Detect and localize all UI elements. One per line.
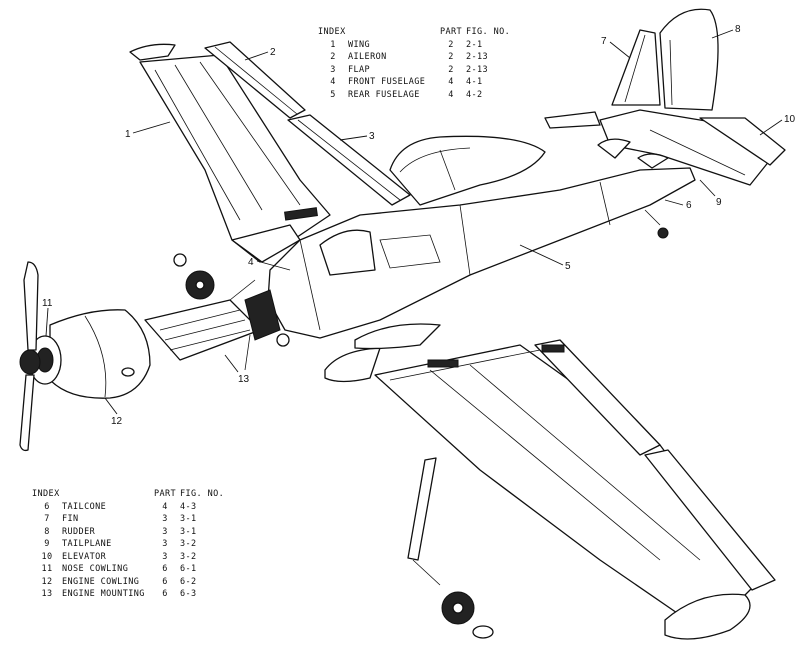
table-header: INDEX PART FIG. NO.: [32, 488, 224, 501]
table-row: 13 ENGINE MOUNTING 6 6-3: [41, 589, 197, 600]
tail-fillets: [597, 138, 669, 169]
lower-wingtip: [664, 593, 751, 640]
callout-5: 5: [565, 261, 571, 272]
callout-1: 1: [125, 129, 131, 140]
fin: [611, 29, 661, 106]
callout-7: 7: [601, 36, 607, 47]
table-row: 12 ENGINE COWLING 6 6-2: [41, 576, 197, 587]
table-header: INDEX PART FIG. NO.: [318, 26, 510, 39]
upper-wing: [139, 54, 331, 263]
wingtip-upper: [129, 43, 176, 61]
callouts: 1 2 3 4 5 6 7 8 9 10 11 12 13: [42, 24, 796, 427]
leader-lines: [45, 29, 783, 415]
callout-10: 10: [784, 114, 796, 125]
header-fig: FIG. NO.: [180, 489, 225, 500]
aileron: [204, 41, 306, 119]
callout-2: 2: [270, 47, 276, 58]
lower-aileron: [644, 449, 776, 591]
main-landing-gear: [407, 457, 494, 639]
nose-cowling: [28, 335, 62, 385]
engine-mounting: [144, 279, 281, 371]
header-part: PART: [439, 27, 463, 38]
lower-flap: [534, 339, 661, 456]
callout-9: 9: [716, 197, 722, 208]
canopy: [389, 135, 546, 206]
elevator: [699, 117, 786, 166]
table-row: 2 AILERON 2 2-13: [330, 52, 489, 63]
callout-6: 6: [686, 200, 692, 211]
tailcone-wheel: [644, 209, 669, 239]
table-row: 5 REAR FUSELAGE 4 4-2: [330, 89, 483, 100]
wing-root-fillet: [324, 323, 441, 383]
header-fig: FIG. NO.: [466, 27, 511, 38]
callout-12: 12: [111, 416, 123, 427]
rudder: [659, 8, 719, 111]
header-index: INDEX: [32, 489, 60, 500]
callout-13: 13: [238, 374, 250, 385]
table-row: 4 FRONT FUSELAGE 4 4-1: [330, 77, 483, 88]
index-table-top: INDEX PART FIG. NO. 1 WING 2 2-1 2 AILER…: [318, 26, 510, 101]
callout-11: 11: [42, 298, 53, 309]
nose-wheel: [173, 253, 215, 300]
index-table-bottom: INDEX PART FIG. NO. 6 TAILCONE 4 4-3 7 F…: [32, 488, 224, 601]
table-row: 6 TAILCONE 4 4-3: [44, 501, 197, 512]
table-row: 7 FIN 3 3-1: [44, 514, 197, 525]
table-row: 9 TAILPLANE 3 3-2: [44, 539, 197, 550]
header-index: INDEX: [318, 27, 346, 38]
callout-4: 4: [248, 257, 254, 268]
callout-3: 3: [369, 131, 375, 142]
flap: [287, 114, 411, 206]
header-part: PART: [153, 489, 177, 500]
table-row: 11 NOSE COWLING 6 6-1: [41, 564, 197, 575]
table-row: 1 WING 2 2-1: [330, 39, 483, 50]
fuselage: [267, 167, 696, 347]
propeller: [19, 261, 41, 452]
engine-cowling: [49, 309, 151, 399]
table-row: 3 FLAP 2 2-13: [330, 64, 489, 75]
table-row: 10 ELEVATOR 3 3-2: [41, 551, 197, 562]
callout-8: 8: [735, 24, 741, 35]
table-row: 8 RUDDER 3 3-1: [44, 526, 197, 537]
